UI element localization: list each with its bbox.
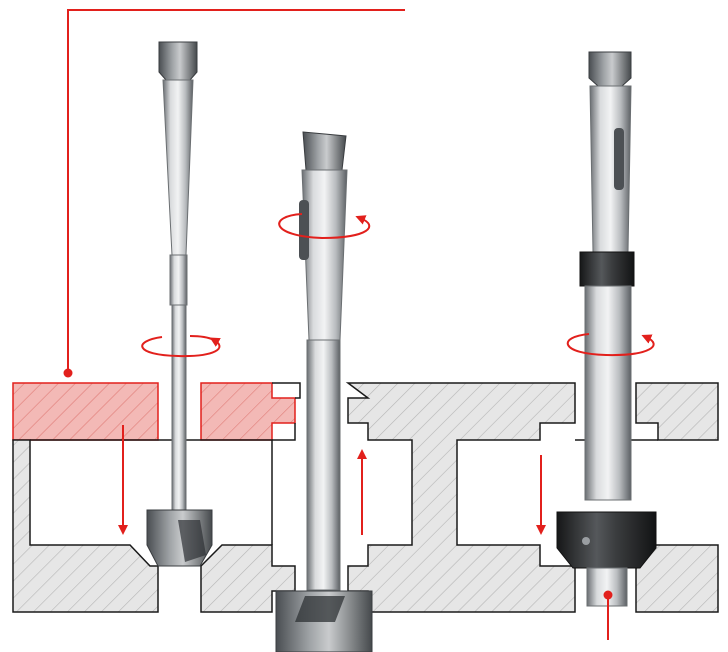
right-tool-screw [582, 537, 590, 545]
left-grey-body-right [200, 544, 296, 613]
left-rotation-arrow-back [189, 335, 215, 341]
leader-dot-top [63, 368, 73, 378]
rotation-arrow-icon [141, 213, 655, 358]
left-tool-shank [169, 254, 188, 306]
middle-tool-tang [302, 131, 347, 171]
left-grey-body [12, 439, 159, 613]
right-tool-slot [614, 128, 624, 190]
right-tool-collar [579, 251, 635, 287]
leader-line-top [67, 9, 405, 373]
left-cavity-right-edge [272, 423, 296, 441]
left-red-plate-right [200, 382, 296, 441]
middle-tool-shaft [306, 339, 341, 591]
right-grey-top [635, 382, 719, 441]
middle-rotation-arrow [278, 213, 371, 240]
left-tool-taper [162, 79, 194, 256]
left-tool-tang [158, 41, 198, 81]
middle-left-flange [272, 382, 301, 399]
left-tool-flute [178, 520, 206, 562]
leader-line-icon [63, 9, 613, 640]
right-tool-tang [588, 51, 632, 87]
right-tool-taper [589, 85, 632, 253]
middle-tool [275, 131, 373, 652]
left-assembly [12, 382, 296, 613]
right-tool-cutter-head [556, 511, 657, 569]
right-tool [556, 51, 657, 607]
left-rotation-arrow [141, 336, 221, 358]
left-red-plate [12, 382, 159, 441]
feed-direction-arrow-icon [118, 425, 546, 535]
leader-dot-bottom [603, 590, 613, 600]
right-rotation-arrow [566, 333, 655, 357]
middle-tool-slot [299, 200, 309, 260]
left-tool-shaft [171, 304, 187, 511]
left-tool [146, 41, 213, 567]
right-grey-bottom [635, 544, 719, 613]
middle-tool-flute [295, 596, 345, 622]
right-tool-body [584, 285, 632, 501]
